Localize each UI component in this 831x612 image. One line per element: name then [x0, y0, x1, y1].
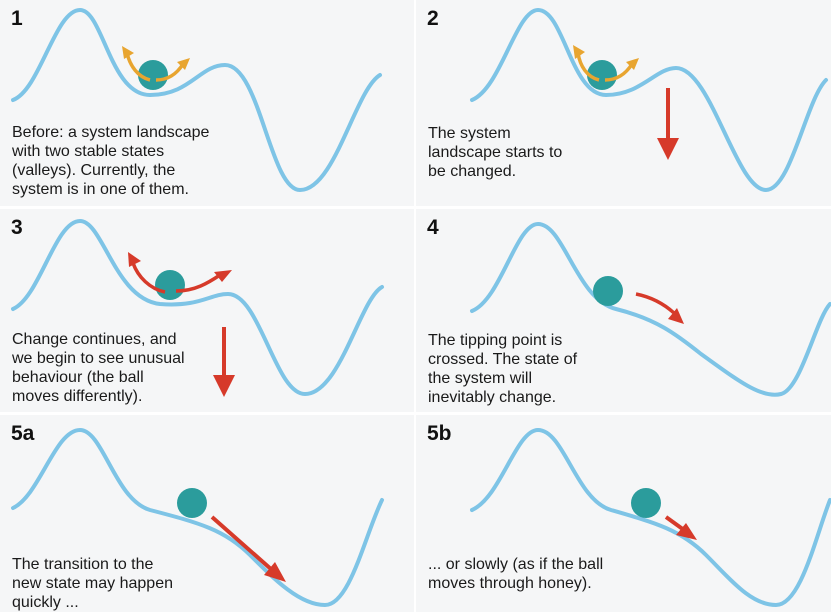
ball — [587, 60, 617, 90]
landscape-curve — [470, 427, 831, 608]
panel-caption: Before: a system landscape with two stab… — [12, 124, 210, 198]
red-arrow-shaft — [210, 515, 274, 572]
panel-5b-graphic — [470, 427, 831, 608]
red-arrow-shaft — [664, 515, 686, 532]
landscape-curve — [11, 7, 382, 193]
panel-4: 4 The tipping point is crossed. The stat… — [416, 209, 831, 412]
ball — [631, 488, 661, 518]
panel-label: 4 — [427, 216, 439, 239]
ball — [177, 488, 207, 518]
panel-4-graphic — [470, 221, 831, 397]
ball — [155, 270, 185, 300]
ball — [138, 60, 168, 90]
orange-arrowhead-left — [573, 45, 585, 59]
panel-label: 5b — [427, 422, 452, 445]
panel-caption: The transition to the new state may happ… — [12, 556, 173, 611]
panel-2-graphic — [470, 7, 828, 193]
red-arrowhead-right — [668, 308, 684, 324]
panel-5a-graphic — [11, 427, 384, 608]
red-arrow-left — [131, 262, 166, 294]
panel-caption: ... or slowly (as if the ball moves thro… — [428, 556, 604, 592]
landscape-curve — [11, 218, 384, 397]
red-arrowhead — [676, 523, 697, 540]
ball — [593, 276, 623, 306]
panel-1: 1 Before: a system landscape with two st… — [0, 0, 414, 206]
panel-5b: 5b ... or slowly (as if the ball moves t… — [416, 415, 831, 612]
landscape-curve — [470, 221, 831, 397]
panel-caption: The tipping point is crossed. The state … — [428, 332, 578, 406]
panel-2: 2 The system landscape starts to be chan… — [416, 0, 831, 206]
red-arrowhead — [264, 562, 286, 582]
panel-label: 2 — [427, 7, 439, 30]
panel-3: 3 Change continues, and we begin to see … — [0, 209, 414, 412]
red-arrowhead-right — [214, 270, 232, 282]
red-arrowhead-left — [128, 252, 141, 267]
panel-caption: Change continues, and we begin to see un… — [12, 331, 185, 405]
landscape-curve — [11, 427, 384, 608]
landscape-curve — [470, 7, 828, 193]
panel-1-graphic — [11, 7, 382, 193]
panel-label: 3 — [11, 216, 23, 239]
panel-label: 1 — [11, 7, 23, 30]
red-down-arrowhead — [213, 375, 235, 397]
panel-label: 5a — [11, 422, 35, 445]
panel-3-graphic — [11, 218, 384, 397]
red-down-arrowhead — [657, 138, 679, 160]
red-arrow-right — [635, 292, 676, 315]
orange-arrowhead-right — [626, 58, 639, 70]
panel-caption: The system landscape starts to be change… — [428, 125, 563, 180]
red-arrow-right — [175, 273, 221, 293]
orange-arrowhead-right — [177, 58, 190, 70]
orange-arrowhead-left — [122, 46, 134, 59]
panel-5a: 5a The transition to the new state may h… — [0, 415, 414, 612]
